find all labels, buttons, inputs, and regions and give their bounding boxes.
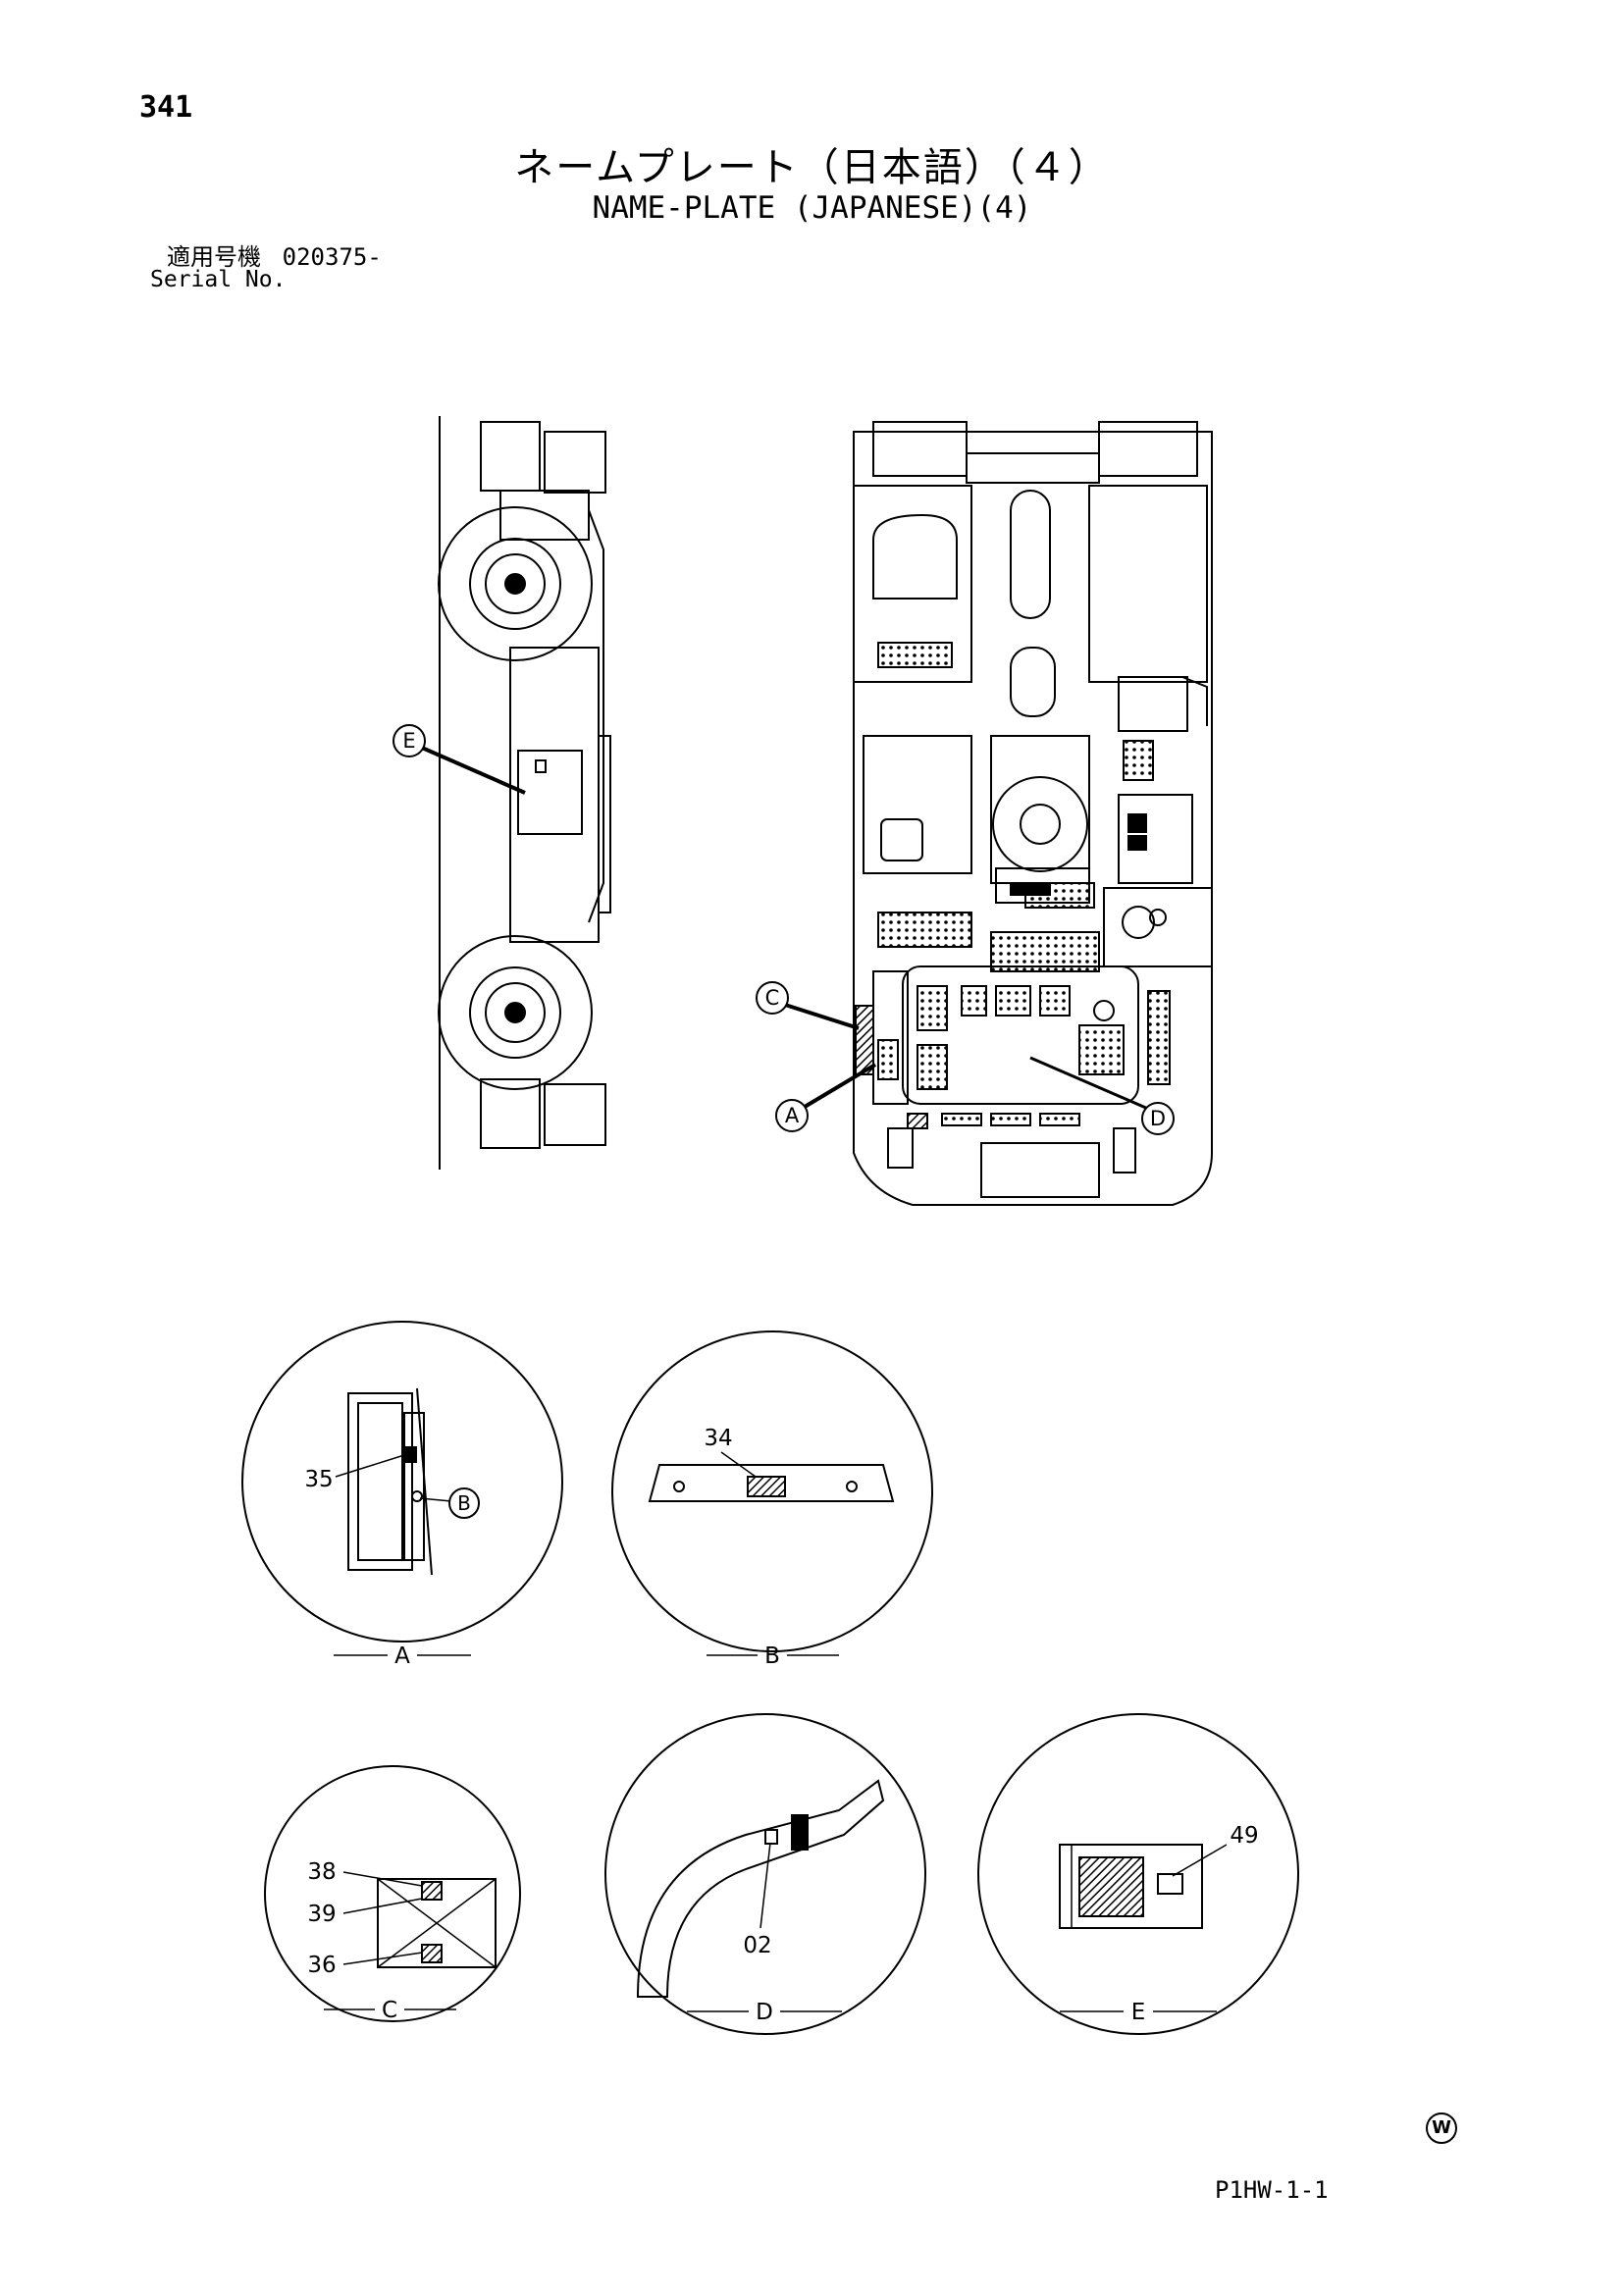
serial-value: 020375-	[282, 243, 382, 271]
title-japanese: ネームプレート（日本語）（４）	[514, 145, 1110, 190]
detail-D: 02 D	[604, 1713, 926, 2035]
title-english: NAME-PLATE (JAPANESE)(4)	[592, 190, 1032, 226]
serial-label-en: Serial No.	[150, 267, 287, 292]
callout-E: E	[402, 729, 415, 753]
w-mark-icon: W	[1426, 2112, 1457, 2144]
part-34: 34	[704, 1426, 732, 1451]
part-38: 38	[307, 1859, 336, 1885]
view-label-A: A	[394, 1643, 410, 1669]
view-label-E: E	[1131, 2000, 1146, 2025]
serial-label-jp: 適用号機	[167, 243, 261, 271]
main-callouts: E C A D	[393, 724, 1175, 1135]
detail-E: 49 E	[977, 1713, 1299, 2035]
view-label-B: B	[764, 1643, 780, 1669]
callout-D: D	[1150, 1107, 1166, 1130]
part-02: 02	[743, 1933, 771, 1958]
view-label-D: D	[756, 2000, 773, 2025]
top-view	[853, 421, 1213, 1206]
document-code: P1HW-1-1	[1215, 2176, 1329, 2204]
callout-A: A	[785, 1104, 800, 1127]
page-number: 341	[139, 90, 193, 125]
part-49: 49	[1230, 1823, 1258, 1849]
callout-C: C	[765, 986, 780, 1010]
part-35: 35	[304, 1467, 333, 1492]
part-39: 39	[307, 1902, 336, 1927]
detail-A: 35 B A	[241, 1321, 563, 1669]
detail-B: 34 B	[611, 1330, 933, 1669]
side-view	[438, 416, 611, 1170]
view-label-C: C	[382, 1998, 397, 2023]
serial-row: 適用号機 020375-	[167, 237, 382, 272]
ref-B: B	[457, 1491, 471, 1515]
detail-C: 38 39 36 C	[264, 1765, 521, 2023]
part-36: 36	[307, 1953, 336, 1978]
